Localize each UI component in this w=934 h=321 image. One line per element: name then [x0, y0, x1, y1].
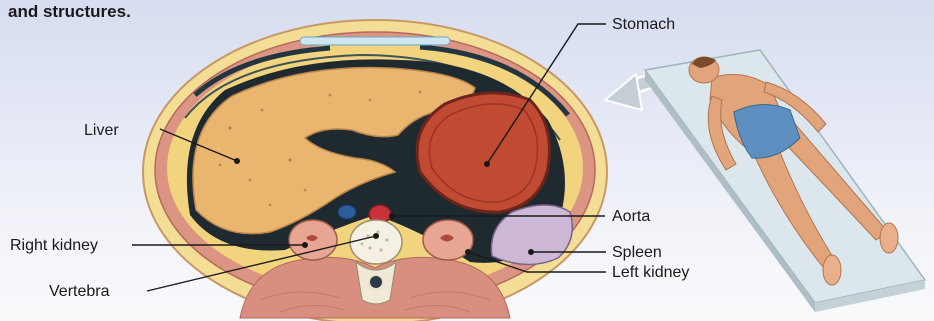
label-spleen: Spleen — [612, 244, 662, 261]
label-left-kidney: Left kidney — [612, 264, 689, 281]
label-aorta: Aorta — [612, 208, 650, 225]
vertebra — [350, 220, 402, 264]
label-stomach: Stomach — [612, 16, 675, 33]
spinal-cord — [369, 275, 383, 289]
linea-alba — [300, 37, 450, 45]
patient-foot-left — [880, 223, 898, 253]
label-right-kidney: Right kidney — [10, 237, 98, 254]
label-vertebra: Vertebra — [49, 283, 110, 300]
patient-foot-right — [823, 255, 841, 285]
inferior-vena-cava — [338, 205, 356, 219]
label-liver: Liver — [84, 122, 119, 139]
